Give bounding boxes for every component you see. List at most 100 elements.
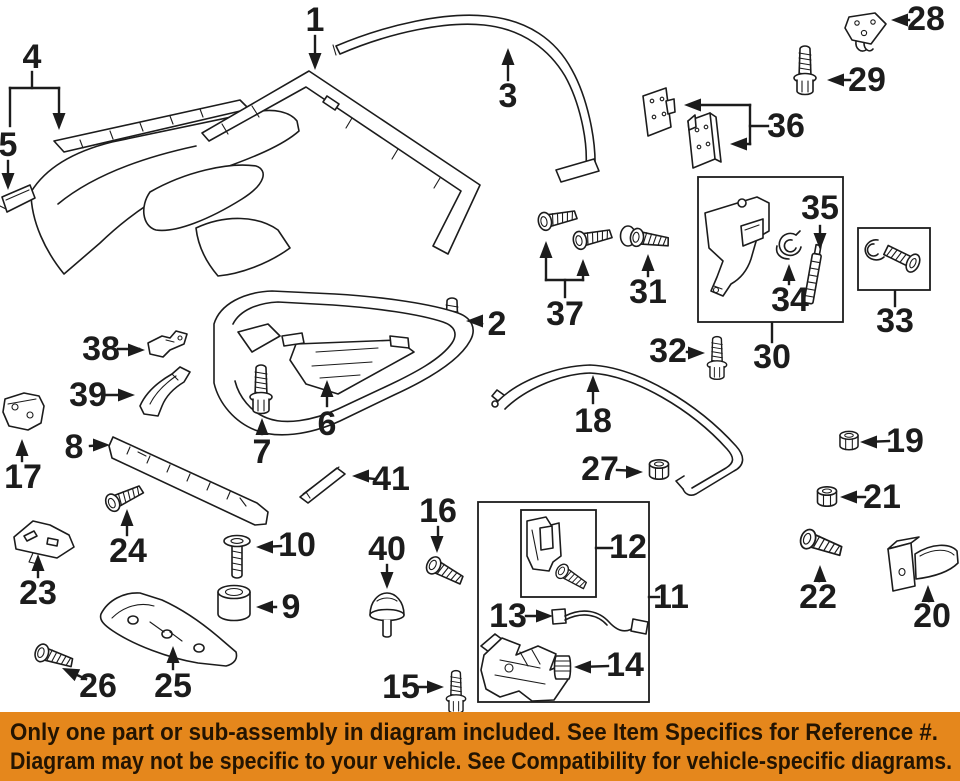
part-number-19: 19 bbox=[886, 422, 924, 460]
part-number-35: 35 bbox=[801, 189, 839, 227]
part-number-25: 25 bbox=[154, 667, 192, 705]
part-20-bracket-drawing bbox=[887, 536, 959, 592]
part-31-screw-drawing bbox=[619, 225, 671, 252]
banner-line-1: Only one part or sub-assembly in diagram… bbox=[10, 719, 938, 746]
part-28-bracket-drawing bbox=[844, 12, 887, 52]
part-34-clip-drawing bbox=[775, 230, 802, 260]
part-18-weatherstrip-drawing bbox=[491, 364, 744, 496]
part-number-1: 1 bbox=[306, 1, 325, 39]
callout-3: 3 bbox=[499, 48, 518, 115]
part-number-4: 4 bbox=[23, 38, 42, 76]
part-number-14: 14 bbox=[606, 646, 644, 684]
part-8-rail-drawing bbox=[108, 436, 269, 526]
part-32-bolt-drawing bbox=[706, 335, 728, 381]
callout-25: 25 bbox=[154, 646, 192, 705]
callout-39: 39 bbox=[69, 376, 135, 414]
part-number-15: 15 bbox=[382, 668, 420, 706]
callout-5: 5 bbox=[0, 126, 17, 190]
callout-17: 17 bbox=[4, 439, 42, 496]
part-number-3: 3 bbox=[499, 77, 518, 115]
callout-21: 21 bbox=[840, 478, 901, 516]
part-5-plate-drawing bbox=[0, 184, 36, 213]
part-number-5: 5 bbox=[0, 126, 17, 164]
callout-2: 2 bbox=[466, 305, 506, 343]
callout-31: 31 bbox=[629, 254, 667, 311]
part-11-latch-drawing bbox=[480, 633, 570, 702]
arrowhead-18 bbox=[586, 375, 600, 392]
part-number-16: 16 bbox=[419, 492, 457, 530]
part-number-22: 22 bbox=[799, 578, 837, 616]
part-3-weatherstrip-drawing bbox=[332, 14, 600, 183]
arrowhead-21 bbox=[840, 490, 857, 504]
callout-22: 22 bbox=[799, 565, 837, 616]
arrowhead-37 bbox=[576, 259, 590, 276]
part-number-10: 10 bbox=[278, 526, 316, 564]
callout-7: 7 bbox=[253, 418, 272, 471]
part-number-24: 24 bbox=[109, 532, 147, 570]
callout-24: 24 bbox=[109, 509, 147, 570]
arrowhead-27 bbox=[626, 465, 643, 479]
part-9-bushing-drawing bbox=[217, 584, 251, 622]
part-number-2: 2 bbox=[488, 305, 507, 343]
arrowhead-6 bbox=[320, 380, 334, 397]
group-box-11 bbox=[477, 501, 650, 703]
callout-27: 27 bbox=[581, 450, 643, 488]
callout-30: 30 bbox=[753, 321, 791, 376]
part-number-13: 13 bbox=[489, 597, 527, 635]
part-1-trim-drawing bbox=[201, 70, 481, 255]
part-35-rod-drawing bbox=[803, 243, 822, 305]
arrowhead-17 bbox=[15, 439, 29, 456]
part-25-bracket-drawing bbox=[99, 592, 238, 667]
arrowhead-2 bbox=[466, 314, 483, 328]
part-26-screw-drawing bbox=[32, 641, 76, 673]
callout-14: 14 bbox=[574, 646, 644, 684]
part-number-11: 11 bbox=[653, 578, 689, 616]
callout-11: 11 bbox=[647, 578, 689, 616]
arrowhead-3 bbox=[501, 48, 515, 65]
arrowhead-22 bbox=[813, 565, 827, 582]
arrowhead-14 bbox=[574, 660, 591, 674]
arrowhead-24 bbox=[120, 509, 134, 526]
arrowhead-39 bbox=[118, 388, 135, 402]
arrowhead-35 bbox=[813, 233, 827, 250]
callout-6: 6 bbox=[318, 380, 337, 443]
part-number-38: 38 bbox=[82, 330, 120, 368]
part-number-12: 12 bbox=[609, 528, 647, 566]
group-box-30 bbox=[697, 176, 844, 323]
arrowhead-34 bbox=[782, 264, 796, 281]
callout-34: 34 bbox=[771, 264, 809, 319]
part-number-26: 26 bbox=[79, 667, 117, 705]
part-27-nut-drawing bbox=[648, 458, 670, 481]
arrowhead-38 bbox=[128, 343, 145, 357]
part-number-6: 6 bbox=[318, 405, 337, 443]
callout-10: 10 bbox=[256, 526, 316, 564]
part-15-bolt-drawing bbox=[445, 669, 467, 715]
arrowhead-9 bbox=[256, 600, 273, 614]
part-22-bolt-drawing bbox=[797, 526, 846, 562]
part-19-nut-drawing bbox=[839, 430, 859, 451]
callout-41: 41 bbox=[352, 460, 410, 498]
callout-33: 33 bbox=[876, 289, 914, 340]
part-number-17: 17 bbox=[4, 458, 42, 496]
part-40-ballstud-drawing bbox=[369, 592, 405, 638]
arrowhead-36 bbox=[684, 98, 701, 112]
callout-40: 40 bbox=[368, 530, 406, 589]
arrowhead-40 bbox=[380, 572, 394, 589]
part-number-27: 27 bbox=[581, 450, 619, 488]
callout-35: 35 bbox=[801, 189, 839, 250]
arrowhead-5 bbox=[1, 173, 15, 190]
part-38-bracket-drawing bbox=[147, 330, 188, 358]
part-24-screw-drawing bbox=[102, 480, 147, 515]
callout-20: 20 bbox=[913, 585, 951, 635]
part-number-32: 32 bbox=[649, 332, 687, 370]
callout-15: 15 bbox=[382, 668, 444, 706]
arrowhead-25 bbox=[166, 646, 180, 663]
part-number-7: 7 bbox=[253, 433, 272, 471]
callout-13: 13 bbox=[489, 597, 553, 635]
part-number-29: 29 bbox=[848, 61, 886, 99]
part-6-tray-drawing bbox=[213, 290, 474, 436]
callout-18: 18 bbox=[574, 375, 612, 440]
banner-line-2: Diagram may not be specific to your vehi… bbox=[10, 748, 952, 775]
part-number-37: 37 bbox=[546, 295, 584, 333]
